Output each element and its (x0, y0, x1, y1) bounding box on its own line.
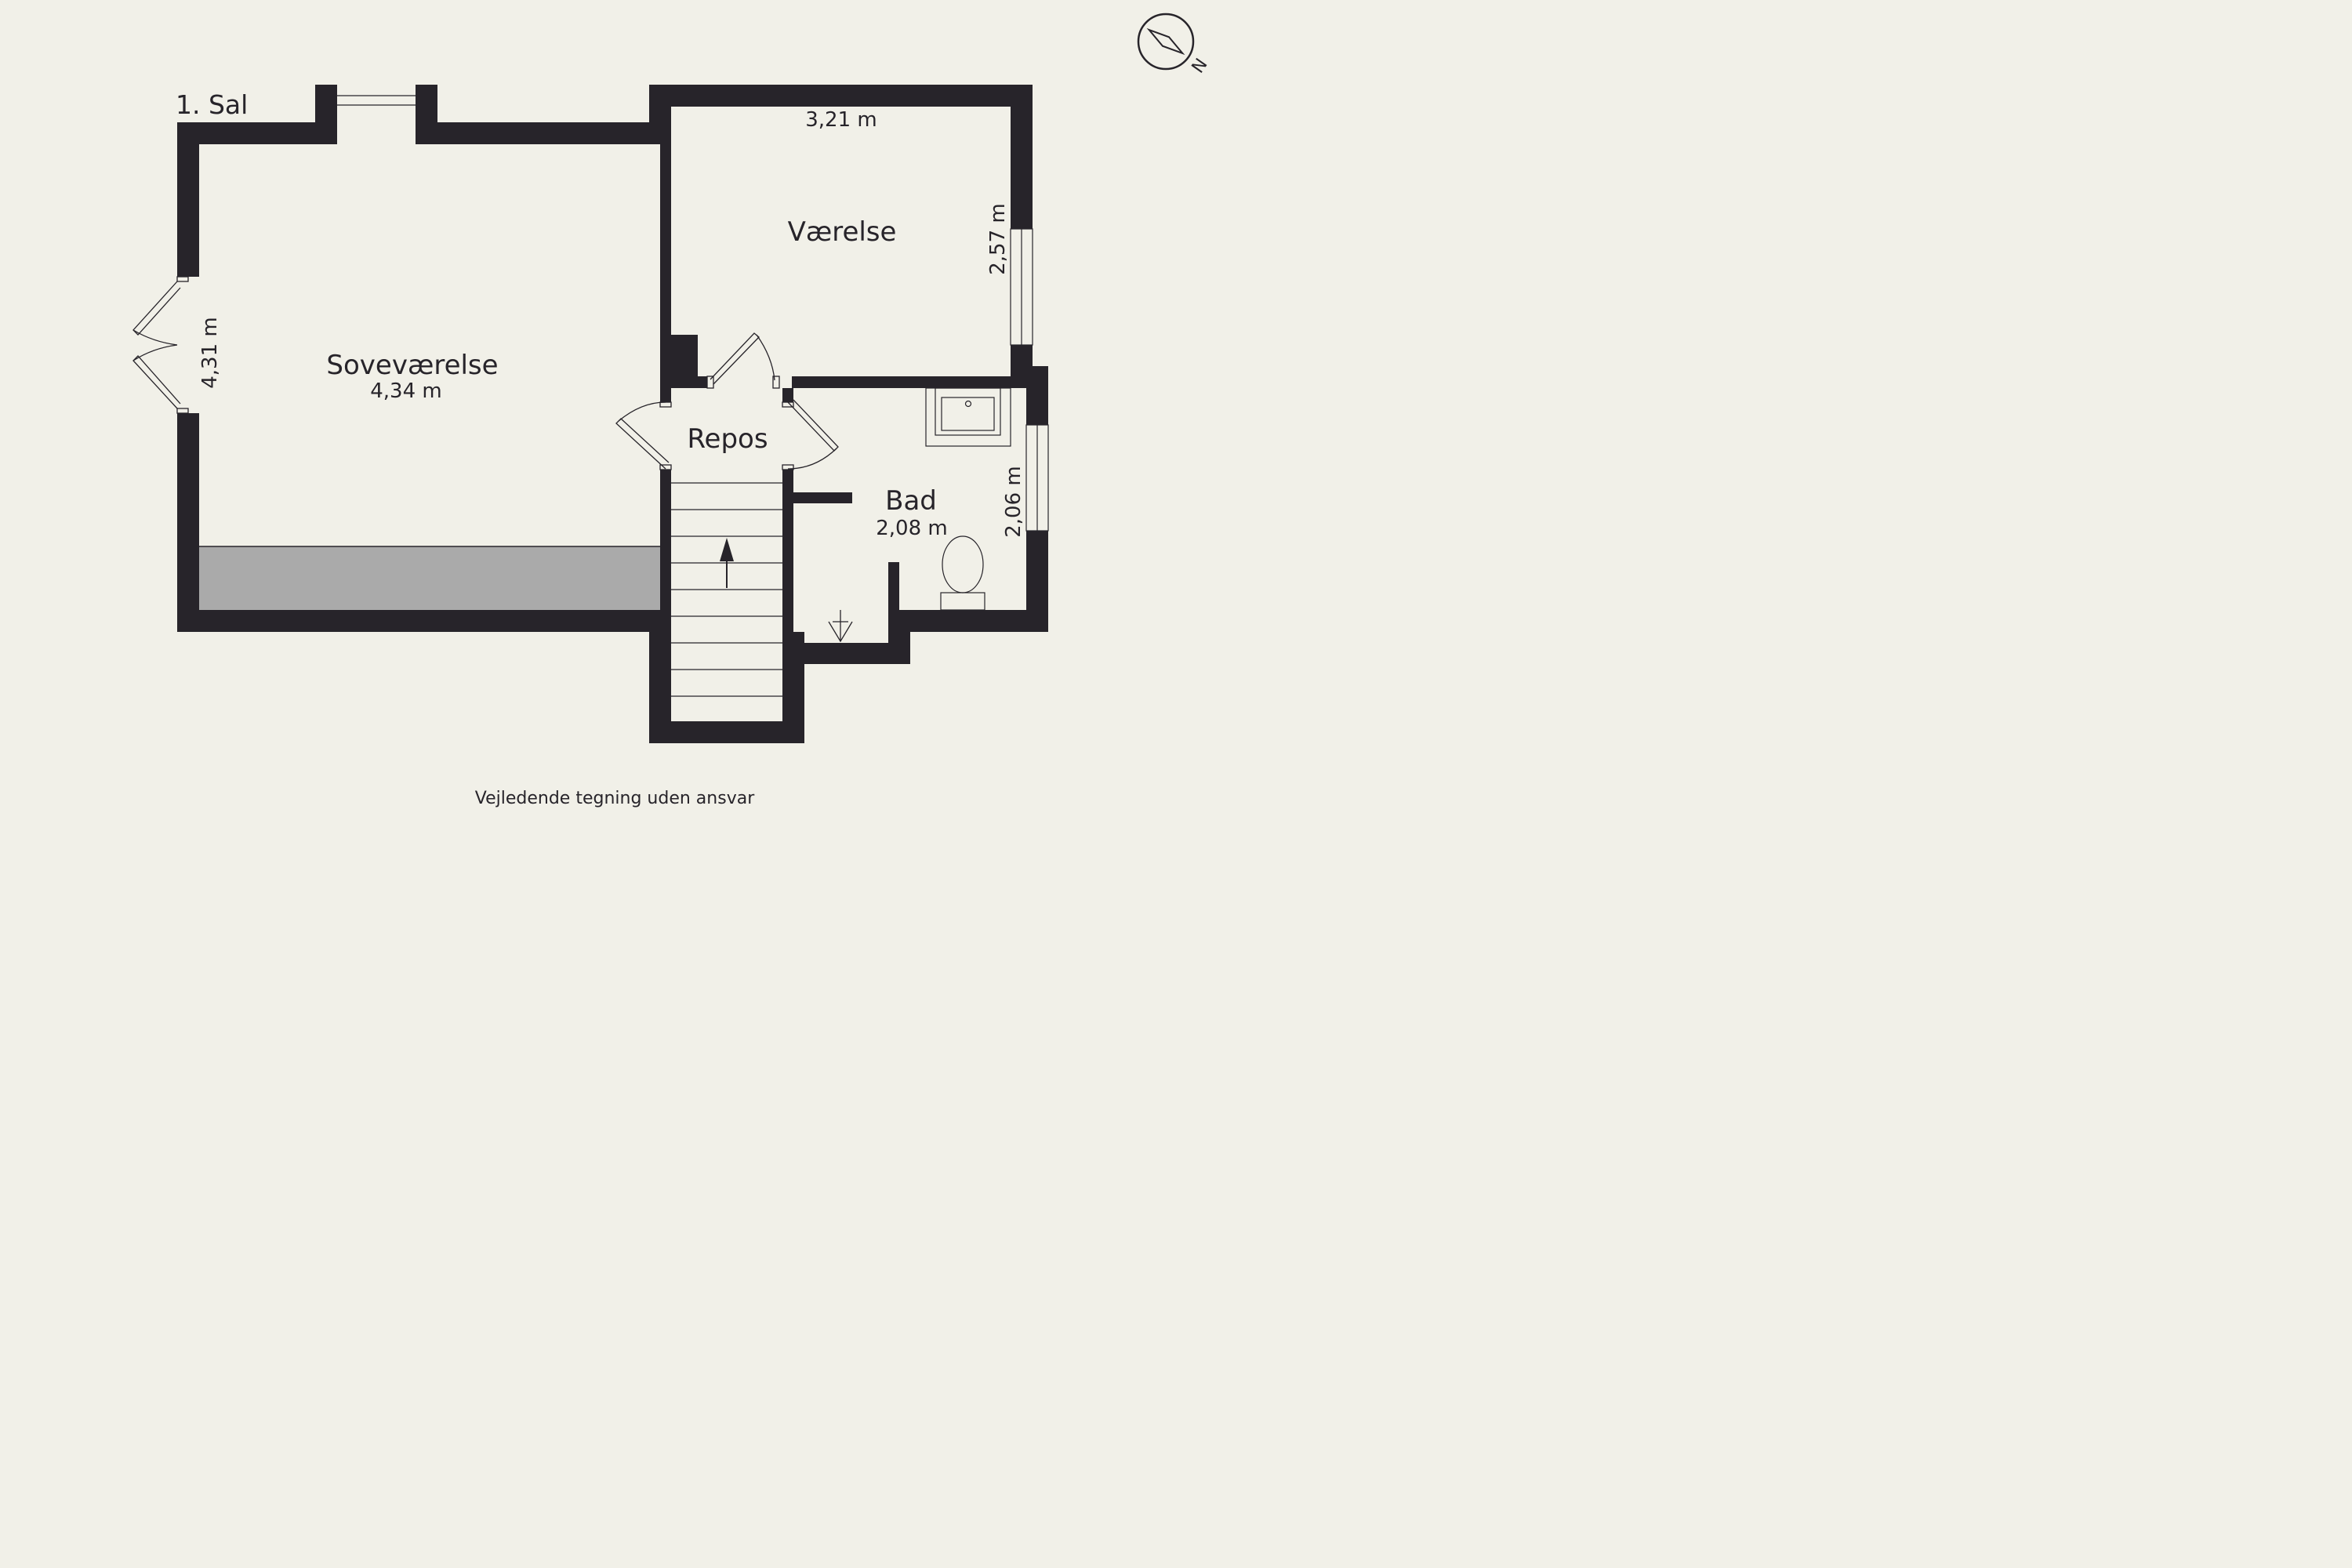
balcony-double-door (132, 276, 189, 414)
stairs (671, 482, 782, 697)
low-ceiling-area (199, 546, 660, 610)
room-depth-sovevaerelse: 4,31 m (198, 317, 222, 388)
door-vaerelse (706, 332, 780, 389)
floor-plan: N 1. Sal Soveværelse 4,34 m 4,31 m Værel… (132, 13, 1212, 808)
room-width-bad: 2,08 m (876, 517, 947, 540)
door-bad (782, 399, 839, 470)
room-name-bad: Bad (885, 485, 937, 517)
room-width-sovevaerelse: 4,34 m (370, 379, 441, 403)
floor-label: 1. Sal (176, 89, 248, 120)
room-depth-vaerelse: 2,57 m (986, 203, 1010, 274)
room-name-vaerelse: Værelse (788, 216, 897, 248)
stair-direction-arrow-icon (720, 538, 734, 588)
room-depth-bad: 2,06 m (1002, 466, 1025, 537)
toilet-icon (940, 535, 985, 611)
room-name-repos: Repos (687, 423, 768, 455)
compass-icon (1137, 13, 1195, 71)
window-bad (1025, 424, 1049, 532)
compass-north-label: N (1189, 55, 1212, 77)
walls (177, 85, 1048, 743)
disclaimer: Vejledende tegning uden ansvar (475, 789, 755, 808)
door-sovevaerelse (615, 401, 672, 470)
room-width-vaerelse: 3,21 m (805, 108, 877, 132)
washbasin-icon (925, 387, 1011, 447)
window-top (337, 95, 416, 106)
floor-drain-icon (828, 610, 853, 643)
room-name-sovevaerelse: Soveværelse (326, 350, 498, 381)
window-vaerelse (1010, 228, 1033, 346)
